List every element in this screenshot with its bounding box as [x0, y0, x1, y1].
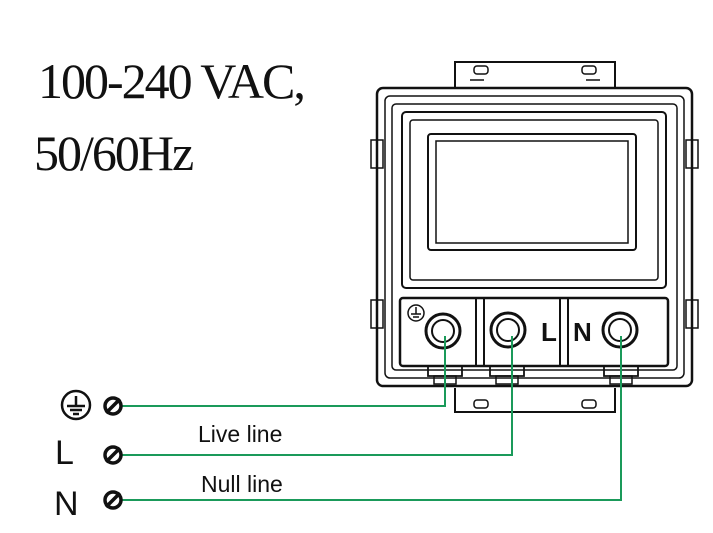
- source-ground-screw: [103, 396, 123, 416]
- device-label-L: L: [541, 317, 557, 347]
- device-label-N: N: [573, 317, 592, 347]
- voltage-spec: 100-240 VAC,: [38, 53, 306, 109]
- source-live-screw: [103, 445, 123, 465]
- device-housing: [370, 61, 699, 413]
- ground-symbol-on-device: [407, 304, 425, 322]
- ground-terminal-screw: [424, 312, 462, 350]
- live-terminal-screw: [489, 311, 527, 349]
- ground-wire: [121, 336, 446, 407]
- live-line-label: Live line: [198, 421, 283, 447]
- source-neutral-screw: [103, 490, 123, 510]
- wires: [121, 336, 622, 501]
- source-terminal-L: L: [55, 434, 74, 472]
- neutral-wire: [121, 336, 622, 501]
- frequency-spec: 50/60Hz: [34, 125, 194, 181]
- source-ground-icon: [60, 389, 92, 421]
- source-terminal-N: N: [54, 485, 79, 523]
- live-wire: [121, 336, 513, 456]
- null-line-label: Null line: [201, 471, 283, 497]
